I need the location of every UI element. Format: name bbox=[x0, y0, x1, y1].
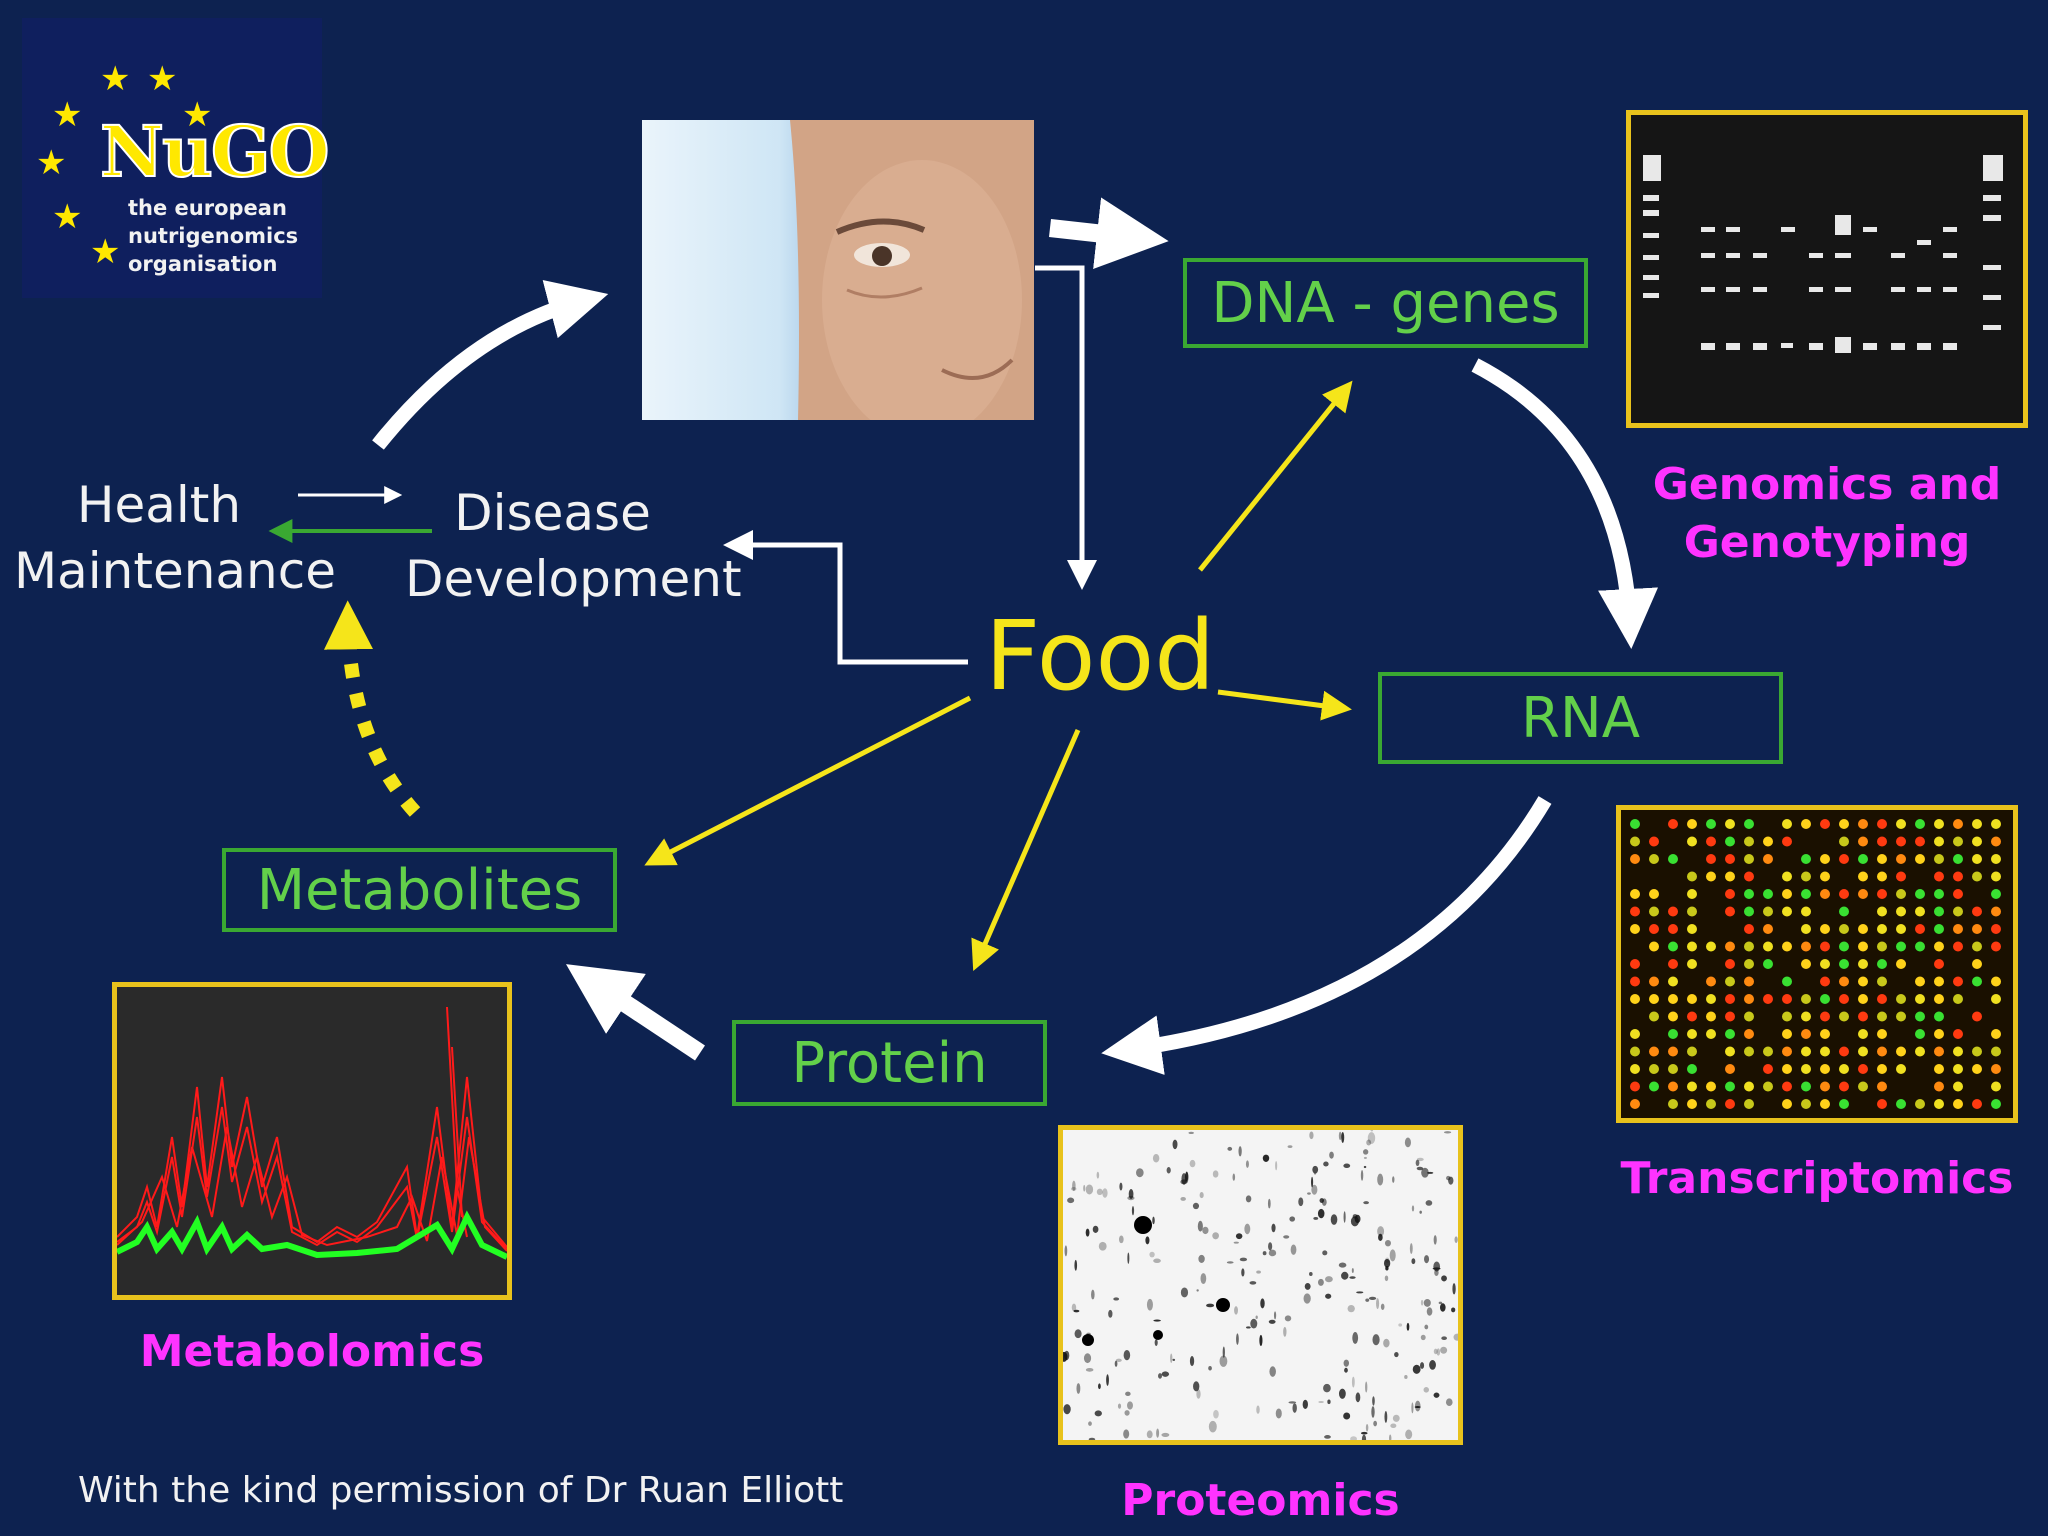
proteomics-label: Proteomics bbox=[1121, 1475, 1400, 1526]
disease-line-2: Development bbox=[405, 550, 742, 608]
person-photo bbox=[642, 120, 1034, 420]
food-label: Food bbox=[985, 600, 1216, 712]
svg-text:★: ★ bbox=[52, 95, 82, 135]
health-line-1: Health bbox=[76, 476, 242, 534]
metabolomics-spectra-image bbox=[112, 982, 512, 1300]
microarray-image bbox=[1616, 805, 2018, 1123]
logo-name: NuGO bbox=[99, 109, 331, 194]
arrow-person-to-food bbox=[1035, 265, 1097, 590]
arrow-food-to-dna bbox=[1198, 380, 1353, 572]
proteomics-gel-image bbox=[1058, 1125, 1463, 1445]
nugo-logo: ★ ★ ★ ★ ★ ★ ★ NuGO the european nutrigen… bbox=[22, 18, 331, 298]
rna-box: RNA bbox=[1378, 672, 1783, 764]
svg-text:★: ★ bbox=[182, 95, 212, 135]
transcriptomics-label: Transcriptomics bbox=[1620, 1153, 2014, 1204]
arrow-food-to-rna bbox=[1217, 689, 1352, 721]
genomics-line-1: Genomics and bbox=[1652, 459, 2002, 510]
arrow-food-to-metabolites bbox=[644, 695, 972, 866]
gel-electrophoresis-image bbox=[1626, 110, 2028, 428]
arrow-protein-to-metabolites bbox=[566, 964, 705, 1061]
arrow-metabolites-to-health bbox=[324, 600, 421, 817]
metabolites-box: Metabolites bbox=[222, 848, 617, 932]
metabolomics-label: Metabolomics bbox=[139, 1326, 485, 1377]
logo-line-3: organisation bbox=[128, 252, 278, 276]
arrow-food-to-protein bbox=[971, 729, 1081, 972]
arrow-person-to-dna bbox=[1049, 197, 1169, 270]
genomics-label: Genomics and Genotyping bbox=[1626, 456, 2028, 572]
arrow-health-to-person bbox=[372, 280, 609, 450]
svg-text:★: ★ bbox=[90, 232, 120, 272]
logo-line-1: the european bbox=[128, 196, 287, 220]
arrow-food-to-disease bbox=[723, 530, 968, 665]
genomics-line-2: Genotyping bbox=[1683, 517, 1971, 568]
logo-line-2: nutrigenomics bbox=[128, 224, 299, 248]
svg-text:★: ★ bbox=[36, 143, 66, 183]
protein-box: Protein bbox=[732, 1020, 1047, 1106]
eu-stars-icon: ★ ★ ★ ★ ★ ★ ★ bbox=[36, 59, 212, 272]
svg-text:★: ★ bbox=[147, 59, 177, 99]
health-line-2: Maintenance bbox=[14, 542, 336, 600]
credit-text: With the kind permission of Dr Ruan Elli… bbox=[78, 1470, 844, 1511]
arrow-dna-to-rna bbox=[1471, 358, 1658, 649]
dna-genes-box: DNA - genes bbox=[1183, 258, 1588, 348]
arrow-rna-to-protein bbox=[1101, 796, 1552, 1075]
health-maintenance-label: Health Maintenance bbox=[14, 472, 336, 604]
disease-development-label: Disease Development bbox=[405, 480, 742, 612]
svg-text:★: ★ bbox=[52, 197, 82, 237]
svg-text:★: ★ bbox=[100, 59, 130, 99]
disease-line-1: Disease bbox=[454, 484, 651, 542]
